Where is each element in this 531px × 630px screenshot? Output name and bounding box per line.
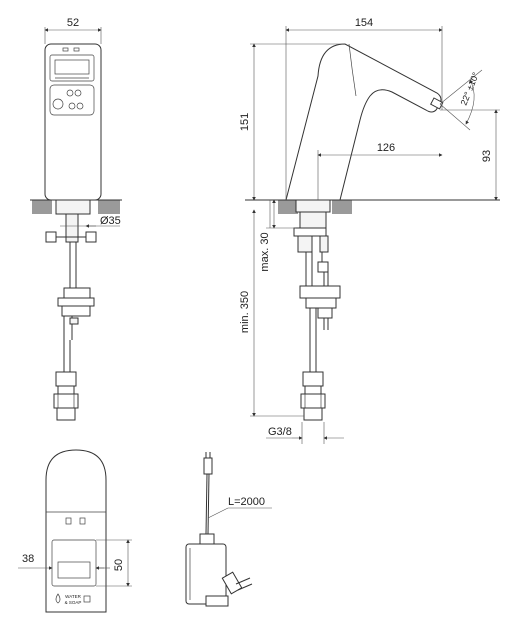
counter-hatch-right — [98, 200, 120, 214]
faucet-body-front — [44, 43, 102, 201]
soap-icon — [83, 595, 91, 603]
button-icon — [52, 98, 64, 110]
aerator — [430, 97, 444, 110]
soap-label: & SOAP — [65, 600, 82, 605]
dim-front-width: 52 — [67, 17, 79, 29]
display-window — [49, 54, 95, 82]
connector-plug — [203, 457, 213, 475]
control-panel — [49, 84, 95, 116]
dim-thread: G3/8 — [268, 426, 292, 438]
dim-sensor-width: 38 — [22, 553, 34, 565]
dim-min-length: min. 350 — [239, 291, 251, 333]
front-view: 52 Ø35 — [30, 17, 122, 421]
valve-block-side — [299, 285, 341, 299]
faucet-front-outline — [45, 449, 107, 613]
water-drop-icon — [55, 593, 61, 604]
dim-max-thickness: max. 30 — [259, 232, 271, 271]
dim-height: 151 — [239, 113, 251, 131]
sensor-view: WATER & SOAP 38 50 — [18, 449, 132, 613]
dim-pipe-diameter: Ø35 — [100, 215, 121, 227]
sensor-window — [51, 539, 97, 587]
dim-sensor-height: 50 — [113, 559, 125, 571]
dim-angle: 22° ±10° — [459, 70, 481, 106]
fitting-nut-side — [300, 393, 326, 409]
side-view: 154 151 126 93 22° ±10° max. 30 min. 350 — [239, 17, 500, 444]
dim-spout-reach: 126 — [377, 142, 395, 154]
power-cable — [205, 473, 208, 535]
water-label: WATER — [65, 594, 81, 599]
counter-hatch-side-right — [332, 200, 352, 214]
counter-hatch-left — [32, 200, 52, 214]
dim-spout-length: 154 — [355, 17, 373, 29]
counter-hatch-side-left — [278, 200, 298, 214]
valve-block-front — [63, 287, 91, 299]
power-adapter — [185, 543, 227, 605]
power-adapter-view: L=2000 — [185, 452, 272, 607]
fitting-nut-front — [53, 393, 79, 409]
dim-spout-height: 93 — [481, 150, 493, 162]
spout-body — [285, 43, 442, 201]
dim-cable-length: L=2000 — [228, 496, 265, 508]
